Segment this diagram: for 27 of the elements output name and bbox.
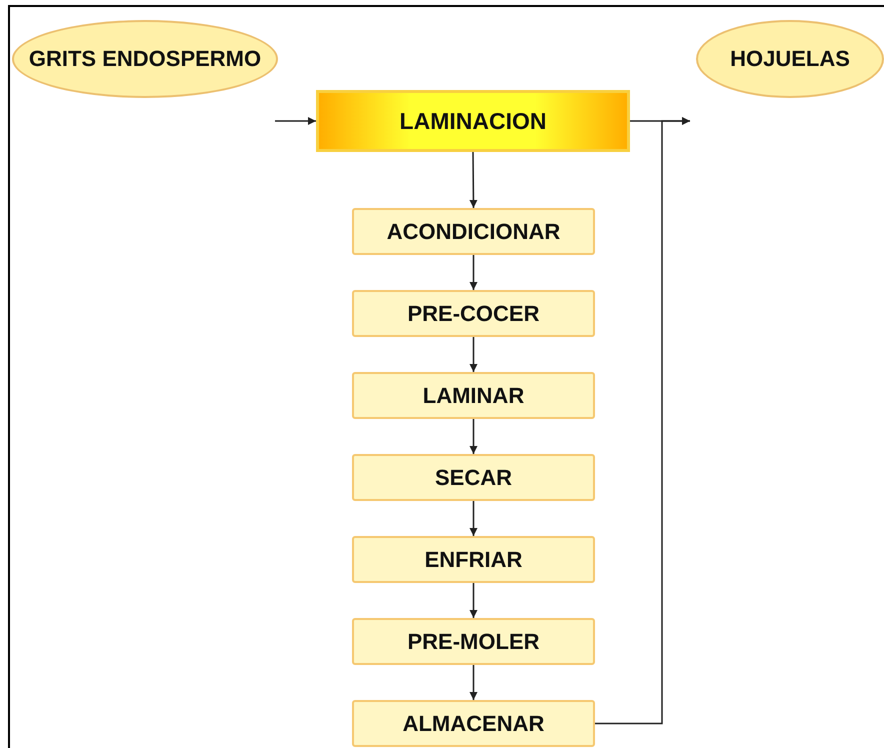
process-box bbox=[352, 208, 595, 255]
node-label: HOJUELAS bbox=[730, 48, 850, 70]
arrow bbox=[469, 152, 478, 208]
arrow bbox=[470, 583, 478, 618]
node-label: LAMINACION bbox=[400, 108, 546, 134]
node-label: LAMINAR bbox=[422, 382, 524, 408]
arrow bbox=[595, 117, 690, 724]
process-box bbox=[352, 290, 595, 337]
node-label: PRE-COCER bbox=[407, 300, 540, 326]
main-process-box bbox=[316, 90, 630, 152]
process-box bbox=[352, 372, 595, 419]
node-label: PRE-MOLER bbox=[408, 628, 540, 654]
arrow bbox=[470, 419, 478, 454]
arrow bbox=[470, 665, 478, 700]
arrow bbox=[470, 337, 478, 372]
process-box bbox=[352, 700, 595, 747]
node-label: GRITS ENDOSPERMO bbox=[28, 48, 262, 70]
node-label: ACONDICIONAR bbox=[386, 218, 560, 244]
arrow bbox=[470, 501, 478, 536]
process-box bbox=[352, 536, 595, 583]
arrow bbox=[470, 255, 478, 290]
arrow bbox=[275, 117, 316, 125]
node-label: SECAR bbox=[434, 464, 512, 490]
process-box bbox=[352, 454, 595, 501]
node-label: ENFRIAR bbox=[424, 546, 522, 572]
node-label: ALMACENAR bbox=[402, 710, 544, 736]
process-box bbox=[352, 618, 595, 665]
